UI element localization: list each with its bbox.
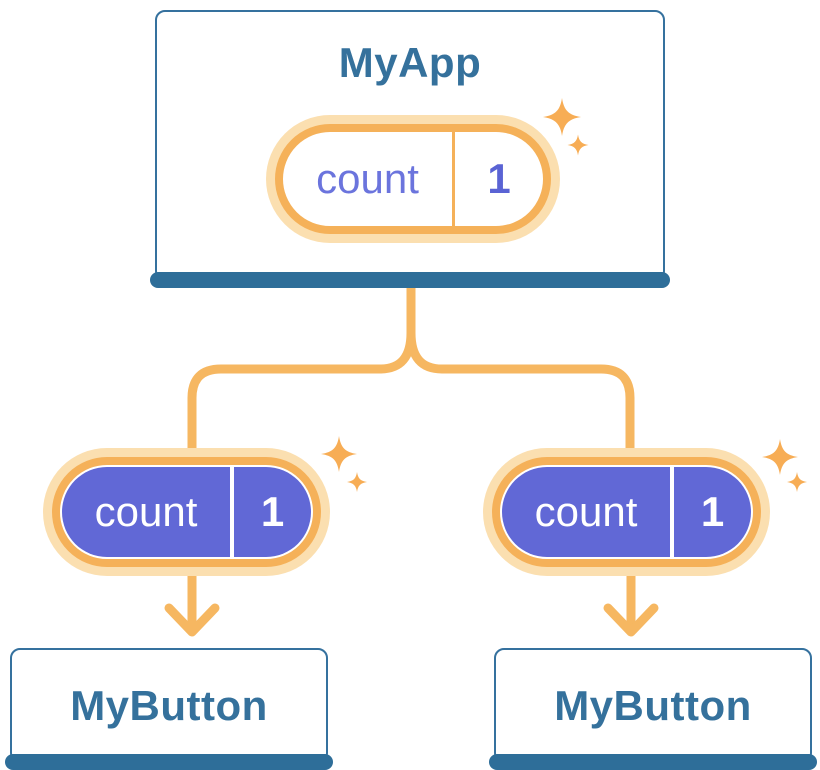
arrow-down-icon-right xyxy=(603,565,659,637)
component-title: MyButton xyxy=(554,681,752,729)
prop-name: count xyxy=(534,488,638,535)
state-name: count xyxy=(316,155,419,202)
component-card-mybutton-right: MyButton xyxy=(489,648,817,770)
arrow-down-icon-left xyxy=(164,565,220,637)
connector-branch-right xyxy=(406,283,635,462)
pill-divider xyxy=(670,467,674,557)
prop-name: count xyxy=(94,488,198,535)
prop-pill-body: count 1 xyxy=(62,467,311,557)
prop-pill-left: count 1 xyxy=(52,457,321,567)
component-title: MyApp xyxy=(338,39,482,86)
state-pill-root: count 1 xyxy=(275,124,551,234)
state-value: 1 xyxy=(487,155,511,202)
pill-divider xyxy=(452,132,455,226)
sparkle-icon xyxy=(762,439,807,492)
component-title: MyButton xyxy=(70,681,268,729)
pill-divider xyxy=(230,467,234,557)
prop-value: 1 xyxy=(700,488,725,535)
connector-branch-left xyxy=(187,283,416,462)
prop-value: 1 xyxy=(260,488,285,535)
sparkle-icon xyxy=(321,436,367,492)
prop-pill-body: count 1 xyxy=(502,467,751,557)
prop-pill-right: count 1 xyxy=(492,457,761,567)
component-card-mybutton-left: MyButton xyxy=(5,648,333,770)
